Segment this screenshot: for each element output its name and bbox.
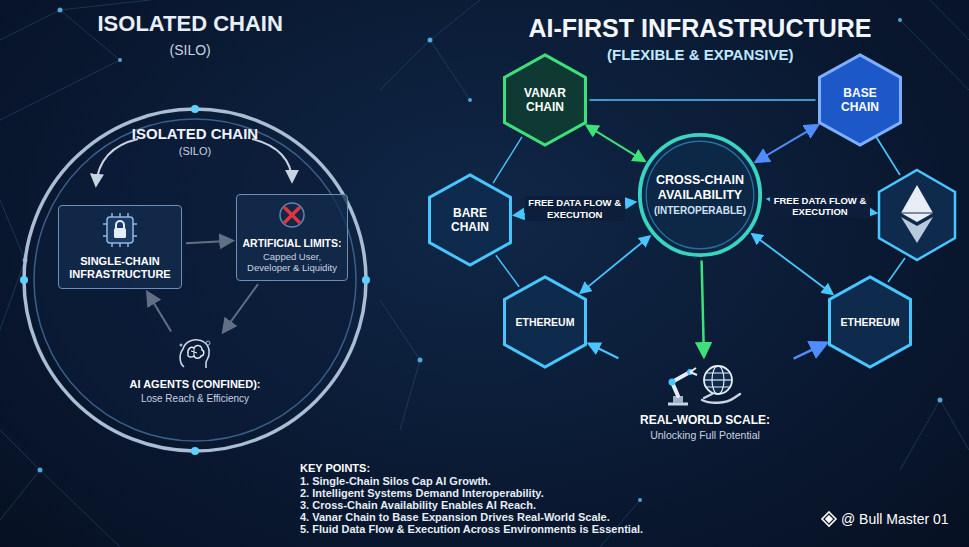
infrastructure-box: SINGLE-CHAIN INFRASTRUCTURE [58, 205, 182, 289]
node-heading: SINGLE-CHAIN INFRASTRUCTURE [65, 255, 175, 281]
node-heading: ETHEREUM [516, 316, 575, 329]
connector [493, 137, 522, 183]
key-points-heading: KEY POINTS: [300, 462, 370, 475]
node-body: (SILO) [179, 145, 211, 158]
chain-hexagon: VANAR CHAIN [501, 53, 589, 147]
connector [589, 99, 815, 100]
connector [581, 236, 650, 292]
connector [496, 255, 519, 287]
node-body: Lose Reach & Efficiency [141, 393, 249, 405]
node-heading: ISOLATED CHAIN [132, 125, 258, 143]
silo-ring: ISOLATED CHAIN (SILO) SINGLE-CHAIN INFRAST… [20, 105, 370, 455]
connector [794, 343, 826, 358]
panel-subtitle: (SILO) [170, 42, 211, 59]
node-heading: ARTIFICIAL LIMITS: [243, 237, 342, 250]
limits-box: ARTIFICIAL LIMITS:Capped User, Developer… [236, 194, 348, 281]
chain-hexagon: BARE CHAIN [426, 173, 514, 267]
node-heading: VANAR CHAIN [513, 86, 577, 115]
connector [702, 260, 704, 356]
node-heading: AI AGENTS (CONFINED): [130, 378, 261, 391]
x-icon [277, 200, 307, 234]
node-heading: ETHEREUM [841, 316, 900, 329]
node-body: Capped User, Developer & Liquidity [241, 251, 343, 274]
robot-icon [660, 360, 750, 410]
watermark: @ Bull Master 01 [841, 511, 949, 528]
chain-hexagon: ETHEREUM [826, 275, 914, 369]
connector [589, 344, 618, 358]
flow-label: FREE DATA FLOW & EXECUTION [770, 194, 870, 219]
key-point: 2. Intelligent Systems Demand Interopera… [300, 487, 544, 500]
connector [756, 125, 817, 161]
scale-node: REAL-WORLD SCALE: Unlocking Full Potentia… [620, 360, 790, 442]
node-body: Unlocking Full Potential [650, 429, 760, 442]
key-point: 4. Vanar Chain to Base Expansion Drives … [300, 511, 610, 524]
key-point: 1. Single-Chain Silos Cap AI Growth. [300, 475, 491, 488]
node-heading: BASE CHAIN [828, 86, 892, 115]
node-body: (INTEROPERABLE) [654, 205, 746, 217]
brain-icon [175, 337, 215, 375]
chain-hexagon: ETHEREUM [501, 275, 589, 369]
edge-label: FREE DATA FLOW & EXECUTION [525, 196, 625, 221]
key-point: 5. Fluid Data Flow & Execution Across En… [300, 523, 643, 536]
panel-title: ISOLATED CHAIN [98, 11, 283, 37]
connector [752, 234, 832, 294]
node-heading: REAL-WORLD SCALE: [640, 413, 770, 427]
lock-icon [102, 212, 138, 252]
agents-box: AI AGENTS (CONFINED): Lose Reach & Effici… [115, 335, 275, 407]
hub-circle: CROSS-CHAIN AVAILABILITY (INTEROPERABLE) [636, 131, 764, 259]
connector [587, 126, 644, 161]
key-point: 3. Cross-Chain Availability Enables AI R… [300, 499, 536, 512]
panel-subtitle: (FLEXIBLE & EXPANSIVE) [607, 46, 793, 64]
panel-title: AI-FIRST INFRASTRUCTURE [529, 13, 872, 43]
node-heading: CROSS-CHAIN AVAILABILITY [648, 173, 752, 203]
node-heading: BARE CHAIN [438, 206, 502, 235]
chain-hexagon: BASE CHAIN [816, 53, 904, 147]
